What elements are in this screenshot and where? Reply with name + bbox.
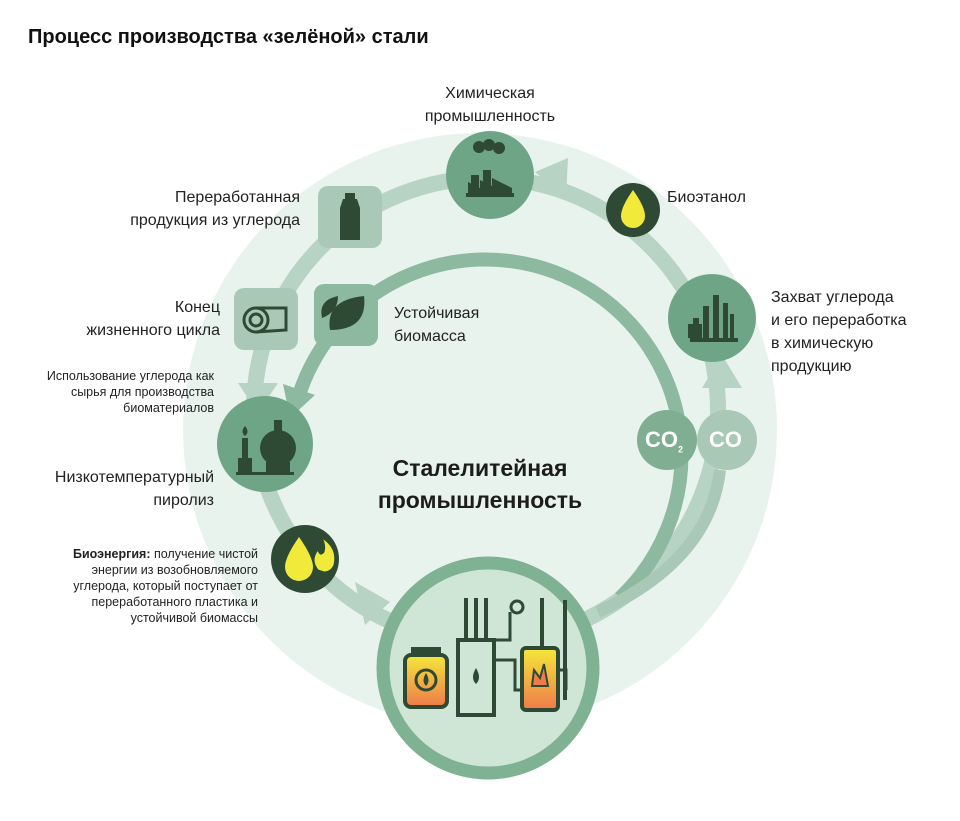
steel-title-line-1: Сталелитейная <box>392 455 568 481</box>
chemical-line-2: промышленность <box>424 108 556 125</box>
carbon-use-label: Использование углерода как сырья для про… <box>14 368 214 416</box>
end-of-life-label: Конец жизненного цикла <box>40 296 220 342</box>
capture-line-3: в химическую <box>771 335 874 352</box>
chemical-industry-label: Химическая промышленность <box>416 82 564 128</box>
steel-plant-icon <box>403 598 568 717</box>
carbon-use-line-3: биоматериалов <box>123 401 214 415</box>
bioenergy-label: Биоэнергия: получение чистой энергии из … <box>28 546 258 626</box>
bioenergy-line-4: переработанного пластика и <box>91 595 259 609</box>
leaf-icon <box>321 296 365 330</box>
bioenergy-drop-icon <box>285 537 313 581</box>
page-title: Процесс производства «зелёной» стали <box>28 26 429 48</box>
bioenergy-text-1: получение чистой <box>153 547 258 561</box>
arrow-to-steel-icon <box>355 582 390 625</box>
carbon-use-line-2: сырья для производства <box>70 385 214 399</box>
pyrolysis-line-1: Низкотемпературный <box>54 469 214 486</box>
steel-industry-title: Сталелитейная промышленность <box>330 452 630 516</box>
co2-subscript: 2 <box>678 444 684 455</box>
arrow-to-capture-icon <box>702 355 742 388</box>
biomass-label: Устойчивая биомасса <box>394 302 479 348</box>
co2-circle <box>637 410 697 470</box>
biomass-line-2: биомасса <box>394 328 466 345</box>
drop-icon <box>621 190 645 228</box>
recycled-line-2: продукция из углерода <box>130 212 300 229</box>
bioenergy-line-5: устойчивой биомассы <box>130 611 258 625</box>
bioethanol-label: Биоэтанол <box>667 189 746 206</box>
co-label: CO <box>709 427 742 452</box>
bioenergy-line-3: углерода, который поступает от <box>73 579 258 593</box>
capture-line-1: Захват углерода <box>771 289 894 306</box>
steel-title-line-2: промышленность <box>377 487 583 513</box>
carbon-capture-label: Захват углерода и его переработка в хими… <box>771 286 907 378</box>
carbon-use-line-1: Использование углерода как <box>46 369 214 383</box>
co2-main: CO <box>645 427 678 452</box>
capture-line-4: продукцию <box>771 358 852 375</box>
bioenergy-line-2: энергии из возобновляемого <box>91 563 258 577</box>
recycled-product-label: Переработанная продукция из углерода <box>80 186 300 232</box>
co-circle <box>697 410 757 470</box>
flame-icon <box>313 537 336 573</box>
bioenergy-line-1: Биоэнергия: получение чистой <box>28 546 258 562</box>
refinery-icon <box>688 295 738 342</box>
co2-label: CO2 <box>645 427 683 454</box>
carbon-capture-node <box>668 274 756 362</box>
bottle-icon <box>340 193 360 240</box>
end-of-life-line-2: жизненного цикла <box>86 322 220 339</box>
end-of-life-line-1: Конец <box>174 299 220 316</box>
biomass-line-1: Устойчивая <box>394 305 480 322</box>
co-branch-line <box>595 469 726 618</box>
chemical-line-1: Химическая <box>445 85 535 102</box>
pyrolysis-label: Низкотемпературный пиролиз <box>20 466 214 512</box>
pyrolysis-line-2: пиролиз <box>153 492 214 509</box>
arrow-to-chemical-icon <box>535 158 568 198</box>
reactor-icon <box>236 420 296 475</box>
bioenergy-bold: Биоэнергия: <box>72 547 151 561</box>
end-of-life-node <box>234 288 298 350</box>
capture-line-2: и его переработка <box>771 312 907 329</box>
roll-icon <box>242 306 288 334</box>
recycled-line-1: Переработанная <box>175 189 300 206</box>
factory-icon <box>466 139 514 197</box>
